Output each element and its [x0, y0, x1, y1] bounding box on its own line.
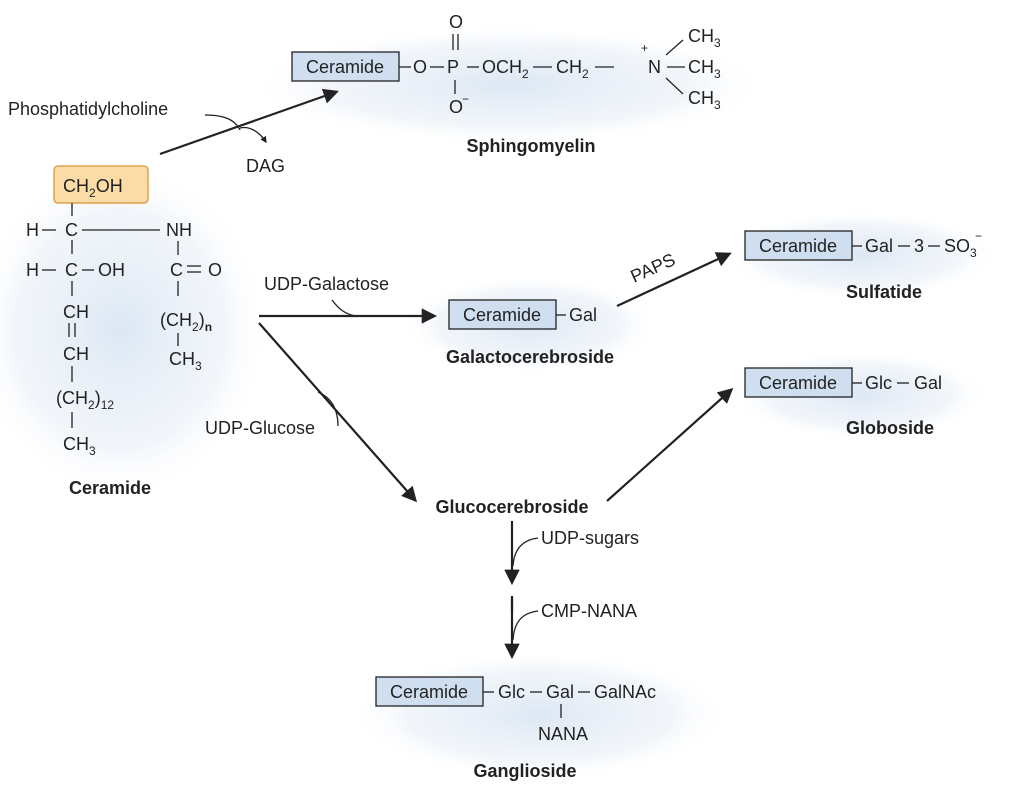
sphingomyelin-structure: Ceramide O P O O − OCH2 CH2 N + CH3 CH3 … [291, 12, 721, 156]
galactocerebroside-gal: Gal [569, 305, 597, 325]
udp-glucose-label: UDP-Glucose [205, 418, 315, 438]
plus-charge: + [641, 41, 648, 55]
methyl-1: CH3 [688, 26, 721, 50]
galactocerebroside-ceramide-label: Ceramide [463, 305, 541, 325]
cmp-nana-hook [512, 610, 539, 641]
ch3-right: CH3 [169, 349, 202, 373]
ganglioside-glc: Glc [498, 682, 525, 702]
ceramide-structure: CH2OH H C NH H C OH C O CH CH (CH2)12 CH… [26, 165, 222, 498]
globoside-gal: Gal [914, 373, 942, 393]
udp-galactose-label: UDP-Galactose [264, 274, 389, 294]
arrow-to-glucocerebroside [258, 322, 418, 503]
sulfatide-ceramide-box [744, 230, 853, 261]
hydroxyl: OH [98, 260, 125, 280]
ganglioside-ceramide-box [375, 676, 484, 707]
globoside-ceramide-box [744, 367, 853, 398]
phosphorus: P [447, 57, 459, 77]
carbon-1: C [65, 220, 78, 240]
glow-ceramide [0, 160, 270, 500]
sulfatide-position-3: 3 [914, 236, 924, 256]
methyl-2: CH3 [688, 57, 721, 81]
carbonyl-oxygen: O [208, 260, 222, 280]
globoside-name: Globoside [846, 418, 934, 438]
ganglioside-name: Ganglioside [473, 761, 576, 781]
udp-galactose-hook [331, 299, 357, 317]
globoside-ceramide-label: Ceramide [759, 373, 837, 393]
glucocerebroside-branch: UDP-Glucose Glucocerebroside [205, 322, 589, 517]
ch2oh-group: CH2OH [63, 176, 123, 200]
chain-ch2-12: (CH2)12 [56, 388, 114, 412]
glucocerebroside-name: Glucocerebroside [435, 497, 588, 517]
ch3-left: CH3 [63, 434, 96, 458]
galactocerebroside-ceramide-box [448, 299, 557, 330]
sulfatide-name: Sulfatide [846, 282, 922, 302]
phosphate-o-minus: O [449, 97, 463, 117]
ch-b: CH [63, 344, 89, 364]
udp-sugars-label: UDP-sugars [541, 528, 639, 548]
sphingomyelin-reaction: Phosphatidylcholine DAG [8, 88, 339, 176]
nitrogen: N [648, 57, 661, 77]
arrow-to-sphingomyelin [159, 88, 339, 156]
arrow-to-sulfatide [616, 252, 732, 307]
nh-group: NH [166, 220, 192, 240]
phosphatidylcholine-hook [204, 114, 241, 131]
h-atom-2: H [26, 260, 39, 280]
och2: OCH2 [482, 57, 529, 81]
bond [665, 39, 684, 56]
dag-hook [239, 126, 267, 144]
galactocerebroside-name: Galactocerebroside [446, 347, 614, 367]
dag-label: DAG [246, 156, 285, 176]
phosphate-o-top: O [449, 12, 463, 32]
chain-ch2-n: (CH2)n [160, 310, 212, 334]
sphingomyelin-name: Sphingomyelin [466, 136, 595, 156]
sphingomyelin-ceramide-label: Ceramide [306, 57, 384, 77]
phosphatidylcholine-label: Phosphatidylcholine [8, 99, 168, 119]
ceramide-name: Ceramide [69, 478, 151, 498]
minus-charge: − [462, 92, 469, 106]
ch2oh-highlight [53, 165, 149, 204]
ganglioside-ceramide-label: Ceramide [390, 682, 468, 702]
sulfate-group: SO3 [944, 236, 977, 260]
globoside-branch: Ceramide Glc Gal Globoside [606, 367, 942, 502]
h-atom-1: H [26, 220, 39, 240]
globoside-glc: Glc [865, 373, 892, 393]
carbonyl-carbon: C [170, 260, 183, 280]
galactocerebroside-branch: UDP-Galactose Ceramide Gal Galactocerebr… [259, 274, 614, 367]
sulfate-charge: − [975, 229, 982, 243]
arrow-to-globoside [606, 387, 734, 502]
ganglioside-galnac: GalNAc [594, 682, 656, 702]
bond [665, 77, 684, 95]
methyl-3: CH3 [688, 88, 721, 112]
sphingomyelin-o-link: O [413, 57, 427, 77]
carbon-2: C [65, 260, 78, 280]
udp-sugars-hook [512, 537, 539, 567]
ganglioside-gal: Gal [546, 682, 574, 702]
sulfatide-gal: Gal [865, 236, 893, 256]
ch-a: CH [63, 302, 89, 322]
ganglioside-nana: NANA [538, 724, 588, 744]
ganglioside-branch: UDP-sugars CMP-NANA Ceramide Glc Gal Gal… [375, 521, 656, 781]
sulfatide-ceramide-label: Ceramide [759, 236, 837, 256]
cmp-nana-label: CMP-NANA [541, 601, 637, 621]
udp-glucose-hook [317, 391, 339, 427]
ch2: CH2 [556, 57, 589, 81]
